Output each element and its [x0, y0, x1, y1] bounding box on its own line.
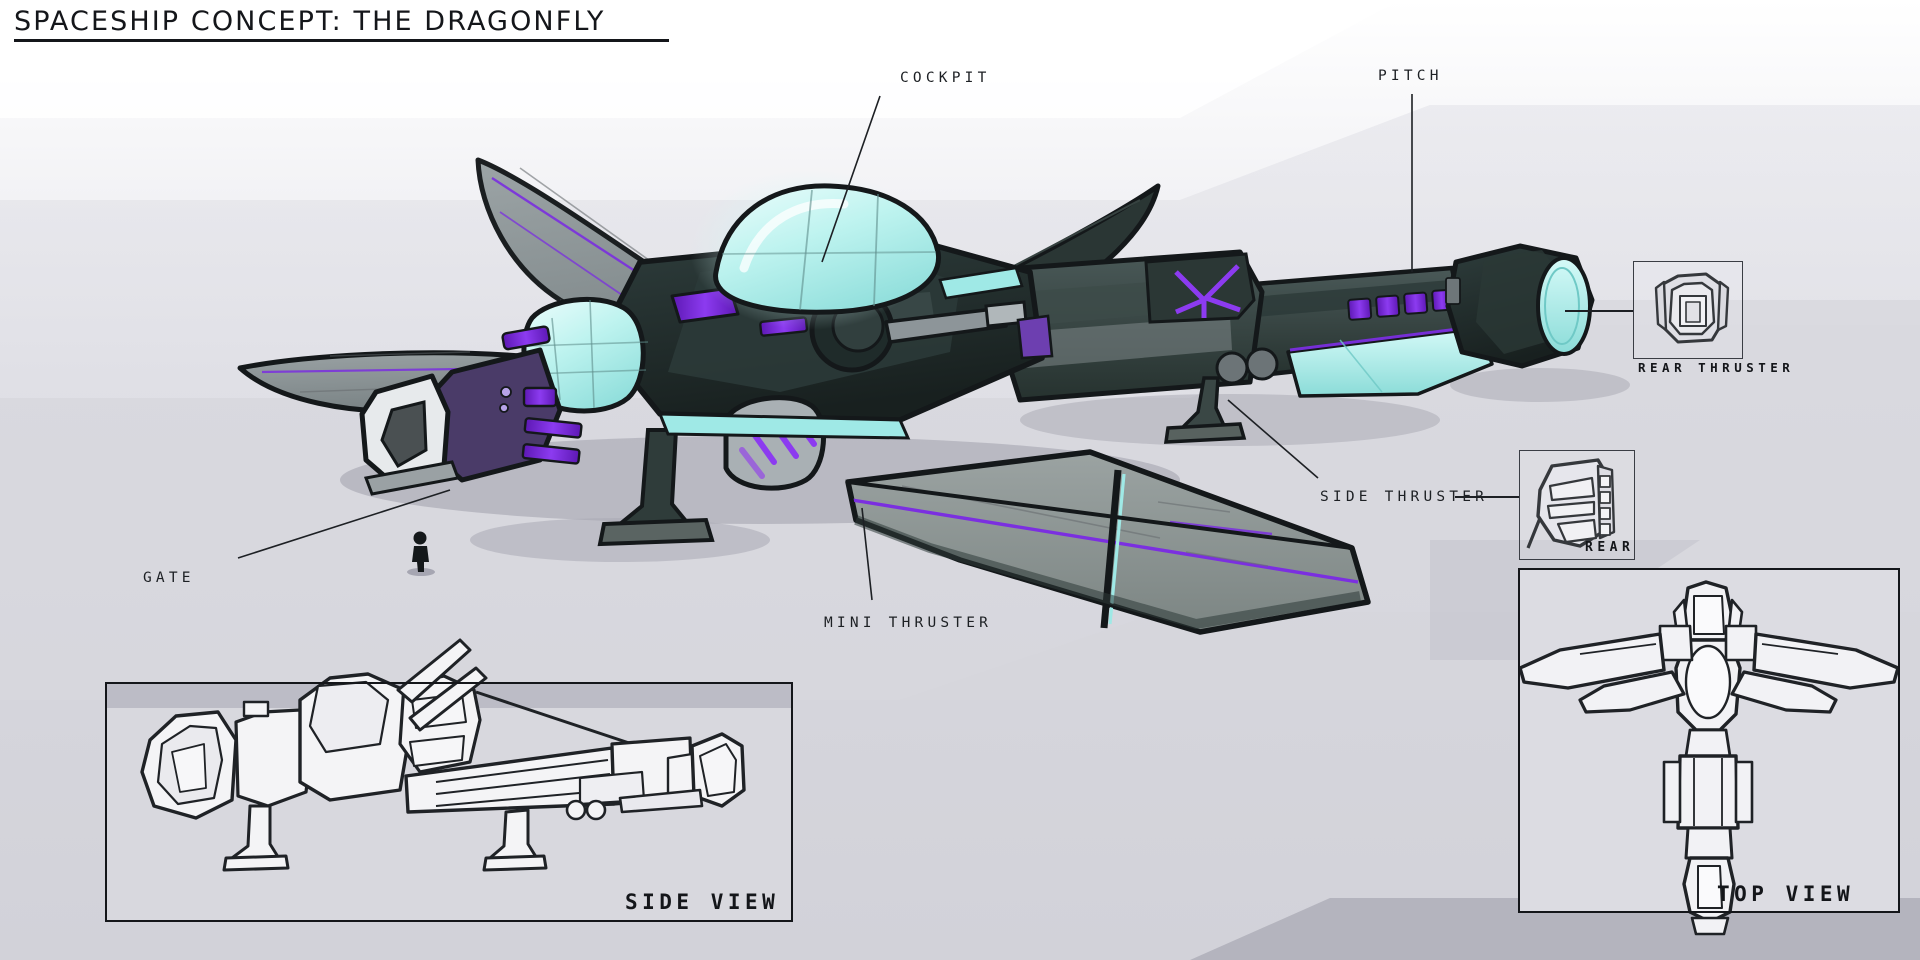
gate-module: [359, 325, 583, 496]
title-underline: [14, 39, 669, 42]
detail-label-rear-thruster: REAR THRUSTER: [1638, 360, 1795, 375]
callout-mini-thruster: MINI THRUSTER: [824, 615, 993, 631]
panel-label-top-view: TOP VIEW: [1717, 882, 1855, 906]
side-thruster-thumb-art: [1526, 458, 1616, 549]
callout-gate: GATE: [143, 570, 195, 586]
panel-top-view: [1518, 568, 1900, 913]
detail-box-rear-thruster: [1633, 261, 1743, 359]
leader-side-thruster: [1227, 399, 1319, 479]
callout-side-thruster: SIDE THRUSTER: [1320, 489, 1489, 505]
human-scale-figure: [407, 531, 435, 576]
top-view-art: [1518, 570, 1900, 936]
landing-strut-front: [597, 428, 715, 547]
page-title: Spaceship Concept: The Dragonfly: [14, 6, 669, 42]
callout-cockpit: COCKPIT: [900, 70, 991, 86]
page-title-text: Spaceship Concept: The Dragonfly: [14, 6, 606, 37]
hull-mid-body: [997, 249, 1279, 444]
rear-thruster-nozzle: [1445, 243, 1595, 369]
leader-mini-thruster: [861, 507, 873, 601]
leader-gate: [237, 489, 451, 559]
tail-vent-array: [1347, 288, 1453, 321]
landing-strut-rear: [1163, 376, 1247, 444]
detail-box-side-thruster: [1519, 450, 1635, 560]
detail-label-side-thruster-rear: REAR: [1585, 540, 1635, 555]
rear-thruster-thumb-art: [1654, 272, 1730, 344]
y-vent-glyph: [1174, 264, 1241, 318]
callout-pitch: PITCH: [1378, 68, 1443, 84]
wing-lower-right: [845, 449, 1371, 635]
panel-side-view: [105, 682, 793, 922]
panel-label-side-view: SIDE VIEW: [625, 890, 780, 914]
side-view-art: [107, 638, 791, 920]
leader-cockpit: [821, 95, 881, 263]
